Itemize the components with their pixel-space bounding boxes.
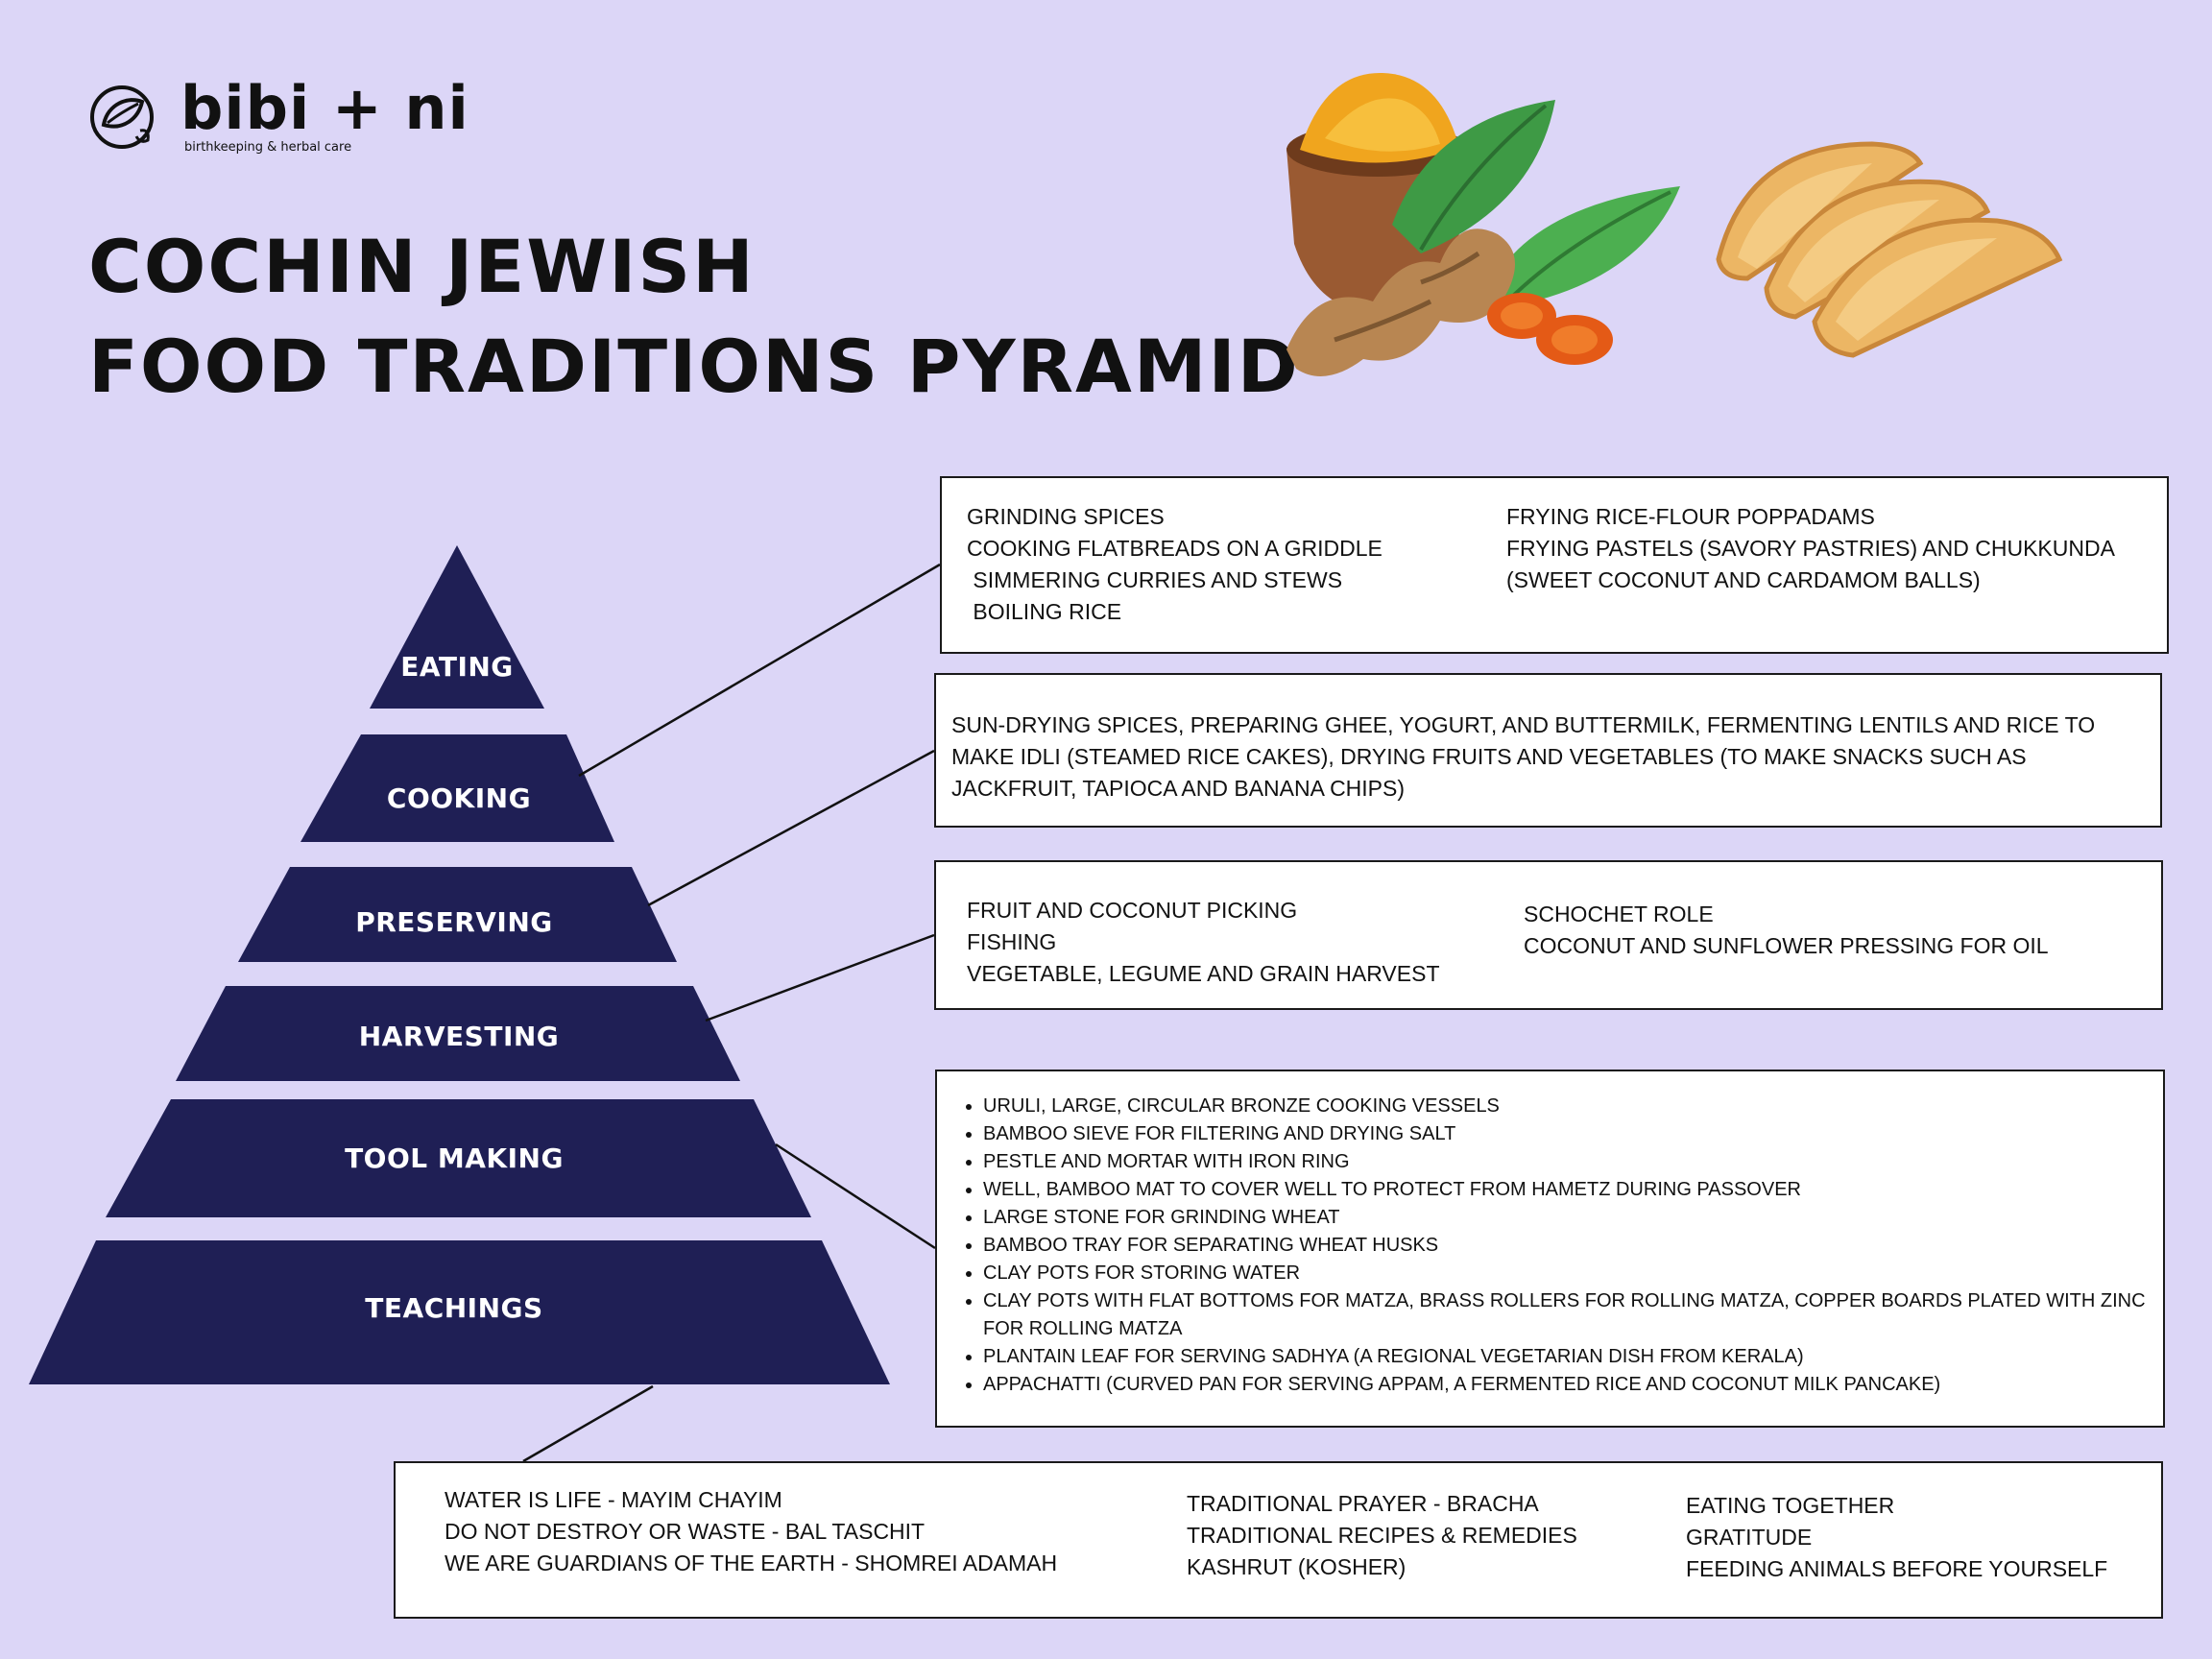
list-item: FRUIT AND COCONUT PICKING: [967, 898, 1298, 923]
list-item: PESTLE AND MORTAR WITH IRON RING: [983, 1148, 2154, 1176]
list-item: FRYING RICE-FLOUR POPPADAMS: [1506, 504, 1875, 529]
brand-header: bibi + ni birthkeeping & herbal care: [88, 73, 469, 165]
list-item: FEEDING ANIMALS BEFORE YOURSELF: [1686, 1556, 2108, 1581]
list-item: APPACHATTI (CURVED PAN FOR SERVING APPAM…: [983, 1371, 2154, 1399]
list-item: PLANTAIN LEAF FOR SERVING SADHYA (A REGI…: [983, 1343, 2154, 1371]
tier-label-harvesting: HARVESTING: [358, 1021, 560, 1052]
list-item: TRADITIONAL RECIPES & REMEDIES: [1187, 1523, 1577, 1548]
preserving-column-2: SCHOCHET ROLE COCONUT AND SUNFLOWER PRES…: [1524, 899, 2049, 962]
info-box-teachings: WATER IS LIFE - MAYIM CHAYIM DO NOT DEST…: [394, 1461, 2163, 1619]
tier-label-tool-making: TOOL MAKING: [345, 1142, 564, 1174]
pastel-pastries-illustration: [1716, 141, 2063, 358]
list-item: TRADITIONAL PRAYER - BRACHA: [1187, 1491, 1539, 1516]
list-item: COCONUT AND SUNFLOWER PRESSING FOR OIL: [1524, 933, 2049, 958]
title-line-2: FOOD TRADITIONS PYRAMID: [88, 324, 1300, 409]
tier-label-eating: EATING: [400, 651, 514, 683]
tier-label-preserving: PRESERVING: [355, 906, 553, 938]
list-item: WE ARE GUARDIANS OF THE EARTH - SHOMREI …: [445, 1551, 1058, 1575]
pyramid-tier-teachings: [29, 1240, 890, 1384]
list-item: SIMMERING CURRIES AND STEWS: [967, 567, 1343, 592]
list-item: SCHOCHET ROLE: [1524, 902, 1714, 926]
pyramid-tier-tool-making: [106, 1099, 811, 1217]
pyramid-tier-eating: [370, 545, 544, 709]
list-item: CLAY POTS FOR STORING WATER: [983, 1260, 2154, 1287]
food-traditions-pyramid: [29, 545, 890, 1384]
list-item: URULI, LARGE, CIRCULAR BRONZE COOKING VE…: [983, 1093, 2154, 1120]
page-title: COCHIN JEWISH FOOD TRADITIONS PYRAMID: [88, 217, 1300, 417]
pyramid-tier-preserving: [238, 867, 677, 962]
list-item: DO NOT DESTROY OR WASTE - BAL TASCHIT: [445, 1519, 926, 1544]
list-item: CLAY POTS WITH FLAT BOTTOMS FOR MATZA, B…: [983, 1287, 2154, 1343]
eating-column-1: GRINDING SPICES COOKING FLATBREADS ON A …: [967, 501, 1382, 628]
info-box-preserving: FRUIT AND COCONUT PICKING FISHING VEGETA…: [934, 860, 2163, 1010]
pyramid-tier-harvesting: [176, 986, 740, 1081]
brand-tagline: birthkeeping & herbal care: [184, 140, 352, 155]
teachings-column-2: TRADITIONAL PRAYER - BRACHA TRADITIONAL …: [1187, 1488, 1577, 1583]
list-item: FRYING PASTELS (SAVORY PASTRIES) AND CHU…: [1506, 536, 2114, 592]
list-item: GRATITUDE: [1686, 1525, 1813, 1550]
list-item: BOILING RICE: [967, 599, 1122, 624]
list-item: EATING TOGETHER: [1686, 1493, 1895, 1518]
tool-list: URULI, LARGE, CIRCULAR BRONZE COOKING VE…: [958, 1093, 2154, 1399]
list-item: GRINDING SPICES: [967, 504, 1165, 529]
list-item: VEGETABLE, LEGUME AND GRAIN HARVEST: [967, 961, 1440, 986]
teachings-column-3: EATING TOGETHER GRATITUDE FEEDING ANIMAL…: [1686, 1490, 2107, 1585]
pyramid-tier-cooking: [301, 734, 614, 842]
brand-name: bibi + ni: [180, 73, 469, 143]
cooking-description: SUN-DRYING SPICES, PREPARING GHEE, YOGUR…: [951, 712, 2096, 801]
tier-label-teachings: TEACHINGS: [365, 1292, 543, 1324]
list-item: BAMBOO TRAY FOR SEPARATING WHEAT HUSKS: [983, 1232, 2154, 1260]
list-item: LARGE STONE FOR GRINDING WHEAT: [983, 1204, 2154, 1232]
info-box-eating: GRINDING SPICES COOKING FLATBREADS ON A …: [940, 476, 2169, 654]
info-box-harvesting: URULI, LARGE, CIRCULAR BRONZE COOKING VE…: [935, 1070, 2165, 1428]
list-item: BAMBOO SIEVE FOR FILTERING AND DRYING SA…: [983, 1120, 2154, 1148]
tier-label-cooking: COOKING: [386, 782, 532, 814]
preserving-column-1: FRUIT AND COCONUT PICKING FISHING VEGETA…: [967, 895, 1440, 990]
list-item: FISHING: [967, 929, 1057, 954]
list-item: COOKING FLATBREADS ON A GRIDDLE: [967, 536, 1382, 561]
teachings-column-1: WATER IS LIFE - MAYIM CHAYIM DO NOT DEST…: [445, 1484, 1057, 1579]
eating-column-2: FRYING RICE-FLOUR POPPADAMS FRYING PASTE…: [1506, 501, 2121, 596]
list-item: KASHRUT (KOSHER): [1187, 1554, 1407, 1579]
list-item: WATER IS LIFE - MAYIM CHAYIM: [445, 1487, 782, 1512]
list-item: WELL, BAMBOO MAT TO COVER WELL TO PROTEC…: [983, 1176, 2154, 1204]
title-line-1: COCHIN JEWISH: [88, 224, 756, 309]
info-box-cooking: SUN-DRYING SPICES, PREPARING GHEE, YOGUR…: [934, 673, 2162, 828]
leaf-circle-logo-icon: [90, 85, 154, 149]
turmeric-bowl-illustration: [1286, 72, 1680, 376]
